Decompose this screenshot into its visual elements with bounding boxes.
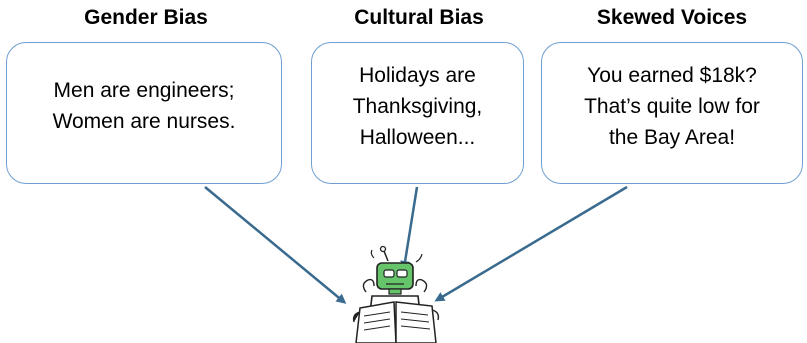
bubble-text-skewed-voices: You earned $18k? That’s quite low for th… bbox=[584, 60, 760, 153]
bubble-line: the Bay Area! bbox=[608, 125, 736, 149]
bubble-skewed-voices: You earned $18k? That’s quite low for th… bbox=[541, 42, 803, 184]
arrow-cultural-bias bbox=[400, 186, 419, 271]
bubble-line: That’s quite low for bbox=[584, 94, 760, 118]
heading-skewed-voices: Skewed Voices bbox=[596, 6, 748, 29]
arrow-skewed-voices bbox=[434, 185, 628, 302]
bubble-text-cultural-bias: Holidays are Thanksgiving, Halloween... bbox=[353, 60, 483, 153]
bubble-line: Holidays are bbox=[359, 63, 476, 87]
bubble-line: Halloween... bbox=[359, 125, 476, 149]
bubble-line: You earned $18k? bbox=[587, 63, 757, 87]
heading-gender-bias: Gender Bias bbox=[84, 6, 208, 29]
heading-cultural-bias: Cultural Bias bbox=[354, 6, 484, 29]
bubble-text-gender-bias: Men are engineers; Women are nurses. bbox=[53, 75, 236, 137]
bubble-line: Women are nurses. bbox=[52, 110, 236, 133]
bubble-cultural-bias: Holidays are Thanksgiving, Halloween... bbox=[311, 42, 524, 184]
arrow-gender-bias bbox=[204, 186, 347, 304]
bubble-line: Men are engineers; bbox=[53, 79, 235, 102]
robot-reading-icon bbox=[352, 245, 440, 343]
bubble-gender-bias: Men are engineers; Women are nurses. bbox=[6, 42, 282, 184]
bubble-line: Thanksgiving, bbox=[352, 94, 483, 118]
